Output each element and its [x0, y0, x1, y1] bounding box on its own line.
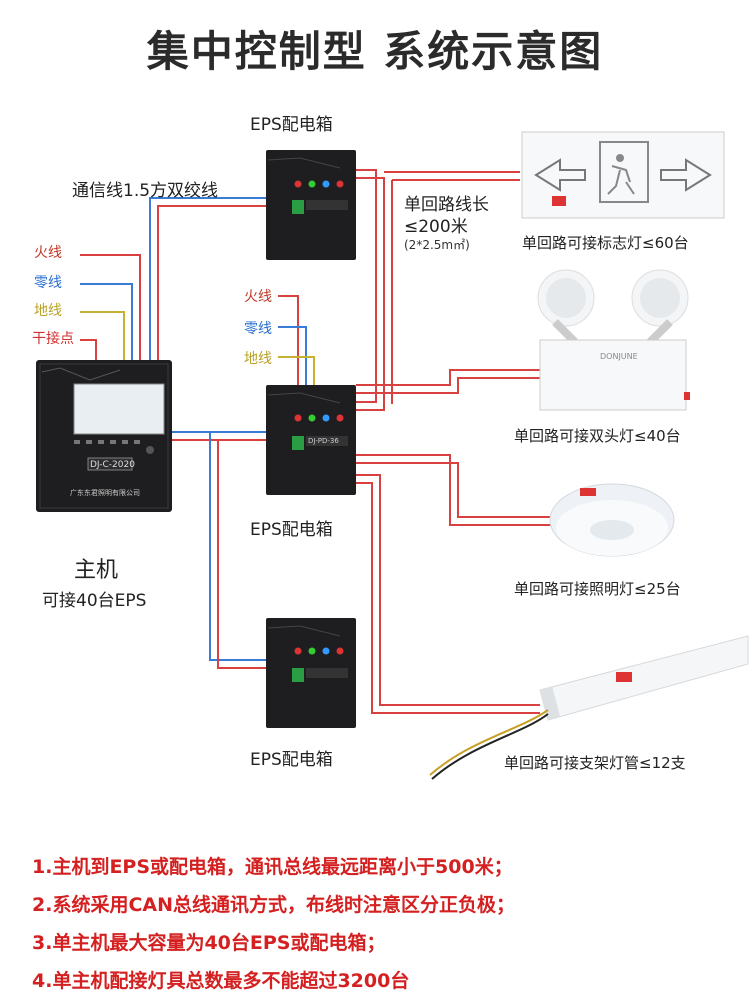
- note-item: 1.主机到EPS或配电箱，通讯总线最远距离小于500米；: [32, 856, 513, 878]
- note-item: 3.单主机最大容量为40台EPS或配电箱；: [32, 932, 386, 954]
- note-item: 4.单主机配接灯具总数最多不能超过3200台: [32, 970, 410, 992]
- lamp-caption-tube: 单回路可接支架灯管≤12支: [504, 754, 686, 772]
- host-ground-wire-label: 地线: [34, 303, 62, 319]
- double-lamp-brand: DONJUNE: [600, 352, 638, 361]
- line-length-limit: ≤200米: [404, 217, 468, 237]
- exit-sign-lamp: [521, 131, 725, 219]
- eps-box-bottom: [266, 618, 356, 728]
- tube-lamp: [429, 635, 749, 780]
- host-capacity: 可接40台EPS: [42, 591, 147, 611]
- host-input-wires: [80, 254, 141, 362]
- line-spec: (2*2.5m㎡): [404, 238, 470, 252]
- eps-input-wires: [278, 295, 315, 386]
- host-zero-wire-label: 零线: [34, 275, 62, 291]
- eps-box-top: [266, 150, 356, 260]
- eps-fire-wire-label: 火线: [244, 289, 272, 305]
- ceiling-lamp: [549, 483, 675, 557]
- lamp-caption-ceiling: 单回路可接照明灯≤25台: [514, 580, 681, 598]
- host-cabinet: [36, 360, 172, 512]
- host-fire-wire-label: 火线: [34, 245, 62, 261]
- lamp-caption-exit-sign: 单回路可接标志灯≤60台: [522, 234, 689, 252]
- lamp-caption-double-head: 单回路可接双头灯≤40台: [514, 427, 681, 445]
- eps-mid-label: EPS配电箱: [250, 520, 333, 540]
- eps-ground-wire-label: 地线: [244, 351, 272, 367]
- eps-output-wires: [356, 169, 552, 714]
- eps-top-label: EPS配电箱: [250, 115, 333, 135]
- host-model: DJ-C-2020: [90, 460, 135, 470]
- eps-zero-wire-label: 零线: [244, 321, 272, 337]
- note-item: 2.系统采用CAN总线通讯方式，布线时注意区分正负极；: [32, 894, 515, 916]
- comm-line-label: 通信线1.5方双绞线: [72, 181, 219, 201]
- line-length-label: 单回路线长: [404, 195, 489, 215]
- host-label: 主机: [74, 558, 119, 583]
- host-screen: [73, 383, 165, 435]
- page-title: 集中控制型 系统示意图: [146, 27, 604, 76]
- eps-bottom-label: EPS配电箱: [250, 750, 333, 770]
- host-company: 广东东君照明有限公司: [70, 489, 140, 497]
- eps-box-mid: [266, 385, 356, 495]
- host-dry-contact-label: 干接点: [32, 331, 74, 347]
- double-head-lamp: [537, 269, 690, 411]
- comm-bus-wires: [149, 197, 266, 669]
- eps-mid-model: DJ-PD-36: [308, 437, 339, 445]
